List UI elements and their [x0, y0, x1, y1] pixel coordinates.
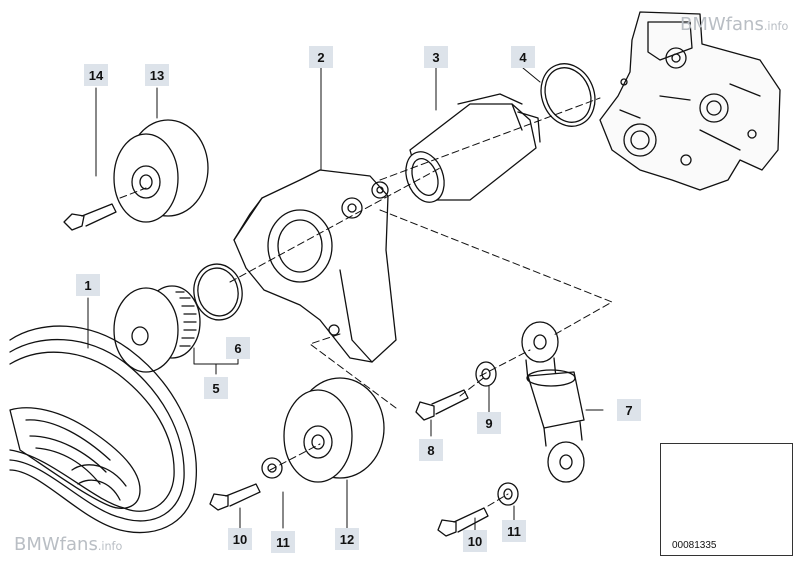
bolt-14 [63, 203, 117, 231]
callout-13: 13 [145, 64, 169, 86]
callout-6: 6 [226, 337, 250, 359]
bolt-10b [437, 507, 489, 537]
callout-10b: 10 [463, 530, 487, 552]
callout-11a: 11 [271, 531, 295, 553]
callout-1: 1 [76, 274, 100, 296]
callout-3: 3 [424, 46, 448, 68]
timing-case-cover [599, 11, 781, 191]
diagram-code: 00081335 [672, 540, 717, 551]
assembly-lines [119, 97, 613, 507]
leader-lines [87, 67, 604, 533]
ribbed-belt [9, 325, 197, 534]
finned-pulley [113, 285, 201, 373]
callout-7: 7 [617, 399, 641, 421]
bolt-8 [415, 389, 469, 421]
watermark-top: BMWfans.info [680, 14, 789, 35]
callout-2: 2 [309, 46, 333, 68]
damper [521, 321, 585, 483]
tensioner-housing [233, 169, 397, 363]
callout-8: 8 [419, 439, 443, 461]
callout-12: 12 [335, 528, 359, 550]
callout-5: 5 [204, 377, 228, 399]
callout-9: 9 [477, 412, 501, 434]
idler-pulley-top [113, 119, 209, 223]
seal-ring [540, 63, 596, 127]
callout-10a: 10 [228, 528, 252, 550]
callout-4: 4 [511, 46, 535, 68]
idler-pulley-bottom [283, 377, 385, 483]
callout-11b: 11 [502, 520, 526, 542]
washer-11a [261, 457, 283, 479]
bolt-10a [209, 483, 261, 511]
pipe-adapter [405, 93, 541, 203]
watermark-bottom: BMWfans.info [14, 534, 123, 555]
thumbnail-frame [660, 443, 793, 556]
washer-9 [475, 361, 497, 387]
callout-14: 14 [84, 64, 108, 86]
o-ring [193, 263, 243, 321]
